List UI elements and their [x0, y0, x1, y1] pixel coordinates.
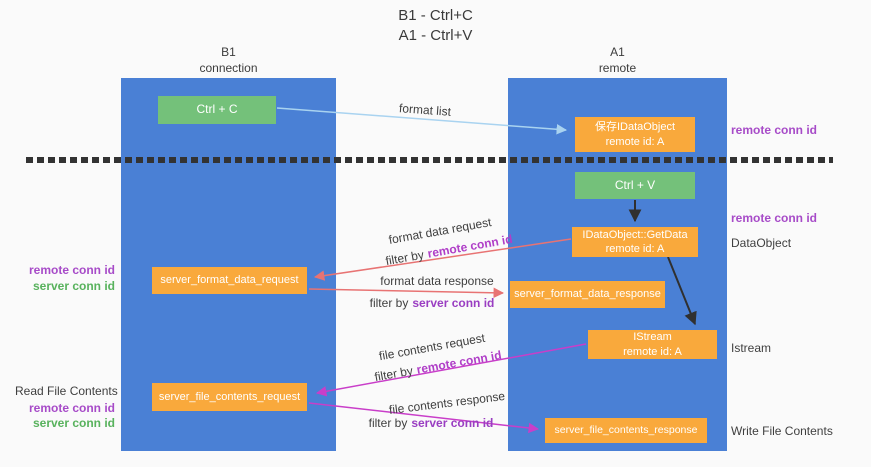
- title-line-1: B1 - Ctrl+C: [398, 7, 473, 24]
- server-format-data-request-label: server_format_data_request: [160, 274, 299, 287]
- format-list-label: format list: [398, 101, 452, 119]
- ctrl-c-label: Ctrl + C: [196, 102, 238, 117]
- save-idataobject-line1: 保存IDataObject: [594, 121, 676, 134]
- istream-side-label: Istream: [731, 341, 772, 355]
- server-file-contents-response-label: server_file_contents_response: [554, 423, 698, 436]
- right-remote-conn-id-top-label: remote conn id: [731, 123, 818, 137]
- server-format-data-request-box: server_format_data_request: [152, 267, 307, 294]
- diagram-title: B1 - Ctrl+C A1 - Ctrl+V: [0, 6, 871, 47]
- write-file-contents-label: Write File Contents: [731, 424, 833, 438]
- filter-by-text: filter by: [368, 416, 408, 430]
- server-file-contents-request-label: server_file_contents_request: [158, 390, 301, 403]
- right-remote-conn-id-mid-label: remote conn id: [731, 211, 818, 225]
- left-column-subtitle: connection: [199, 60, 258, 75]
- ctrl-v-box: Ctrl + V: [575, 172, 695, 199]
- server-file-contents-response-box: server_file_contents_response: [545, 418, 707, 443]
- getdata-line2: remote id: A: [605, 243, 665, 255]
- file-contents-response-label: file contents response: [388, 388, 506, 418]
- left-remote-conn-id-label: remote conn id: [28, 263, 115, 277]
- save-idataobject-line2: remote id: A: [605, 135, 665, 148]
- ctrl-c-box: Ctrl + C: [158, 96, 276, 124]
- server-conn-id-value: server conn id: [412, 296, 495, 310]
- istream-box: IStream remote id: A: [588, 330, 717, 359]
- ctrl-v-label: Ctrl + V: [614, 177, 656, 192]
- server-format-data-response-label: server_format_data_response: [514, 288, 661, 301]
- save-idataobject-box: 保存IDataObject remote id: A: [575, 117, 695, 152]
- right-column-name: A1: [610, 45, 625, 59]
- dataobject-label: DataObject: [731, 236, 792, 250]
- filter-by-text: filter by: [373, 363, 414, 385]
- server-conn-id-value: server conn id: [411, 416, 494, 430]
- istream-line1: IStream: [633, 331, 672, 344]
- right-column-header: A1 remote: [510, 45, 725, 76]
- filter-by-text: filter by: [369, 296, 409, 310]
- filter-by-text: filter by: [384, 247, 425, 269]
- istream-line2: remote id: A: [623, 345, 682, 358]
- read-file-contents-label: Read File Contents: [15, 384, 118, 398]
- server-format-data-response-box: server_format_data_response: [510, 281, 665, 308]
- format-data-response-label: format data response: [380, 274, 494, 288]
- left-server-conn-id-label: server conn id: [32, 279, 115, 293]
- left-remote-conn-id-bottom-label: remote conn id: [28, 401, 115, 415]
- left-column-name: B1: [221, 45, 236, 59]
- left-column-header: B1 connection: [121, 45, 336, 76]
- title-line-2: A1 - Ctrl+V: [398, 27, 473, 45]
- right-column-subtitle: remote: [598, 60, 637, 75]
- server-file-contents-request-box: server_file_contents_request: [152, 383, 307, 411]
- left-server-conn-id-bottom-label: server conn id: [32, 416, 115, 430]
- format-data-response-arrow: [308, 287, 505, 299]
- copy-paste-separator-line: [26, 157, 833, 163]
- idataobject-getdata-box: IDataObject::GetData remote id: A: [572, 227, 698, 257]
- getdata-line1: IDataObject::GetData: [582, 228, 688, 241]
